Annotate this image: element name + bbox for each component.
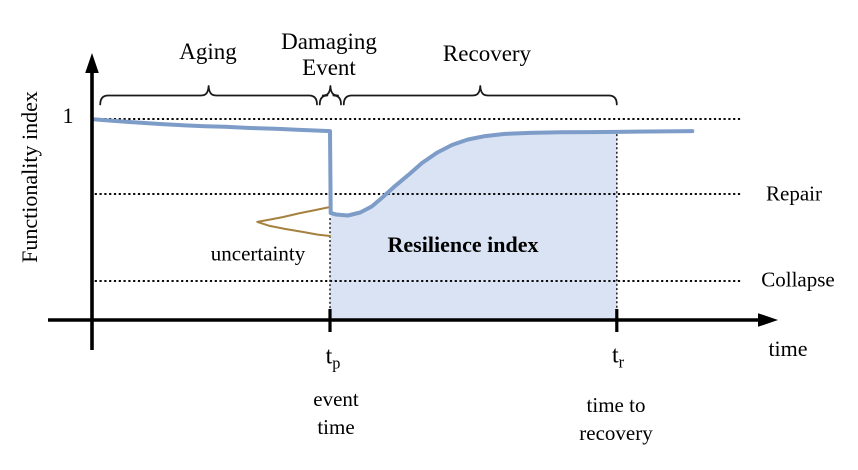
tr-base: t (611, 342, 619, 369)
tp-base: t (325, 343, 333, 370)
uncertainty-curve (256, 206, 331, 237)
collapse-level-label: Collapse (761, 267, 835, 292)
tr-marker-label: tr (611, 342, 625, 372)
time-to-recovery-caption: time to recovery (579, 393, 653, 445)
functionality-curve (92, 117, 695, 218)
phase-brace (318, 85, 342, 106)
x-axis-arrow-icon (758, 313, 778, 327)
x-axis-title: time (768, 335, 808, 361)
resilience-index-label: Resilience index (387, 231, 539, 257)
phase-brace (99, 85, 318, 106)
y-axis-arrow-icon (85, 53, 99, 73)
tr-subscript: r (618, 352, 625, 372)
phase-brace (342, 85, 618, 106)
phase-label-recovery: Recovery (442, 41, 532, 67)
y-tick-one: 1 (62, 102, 74, 128)
phase-label-aging: Aging (179, 39, 237, 65)
tp-subscript: p (332, 353, 341, 373)
y-axis-title: Functionality index (16, 91, 42, 263)
uncertainty-label: uncertainty (210, 241, 306, 266)
repair-level-label: Repair (766, 181, 822, 206)
event-time-caption: event time (313, 387, 359, 439)
resilience-region (330, 131, 617, 320)
tp-marker-label: tp (325, 343, 341, 373)
phase-label-damaging-event: Damaging Event (281, 29, 377, 80)
